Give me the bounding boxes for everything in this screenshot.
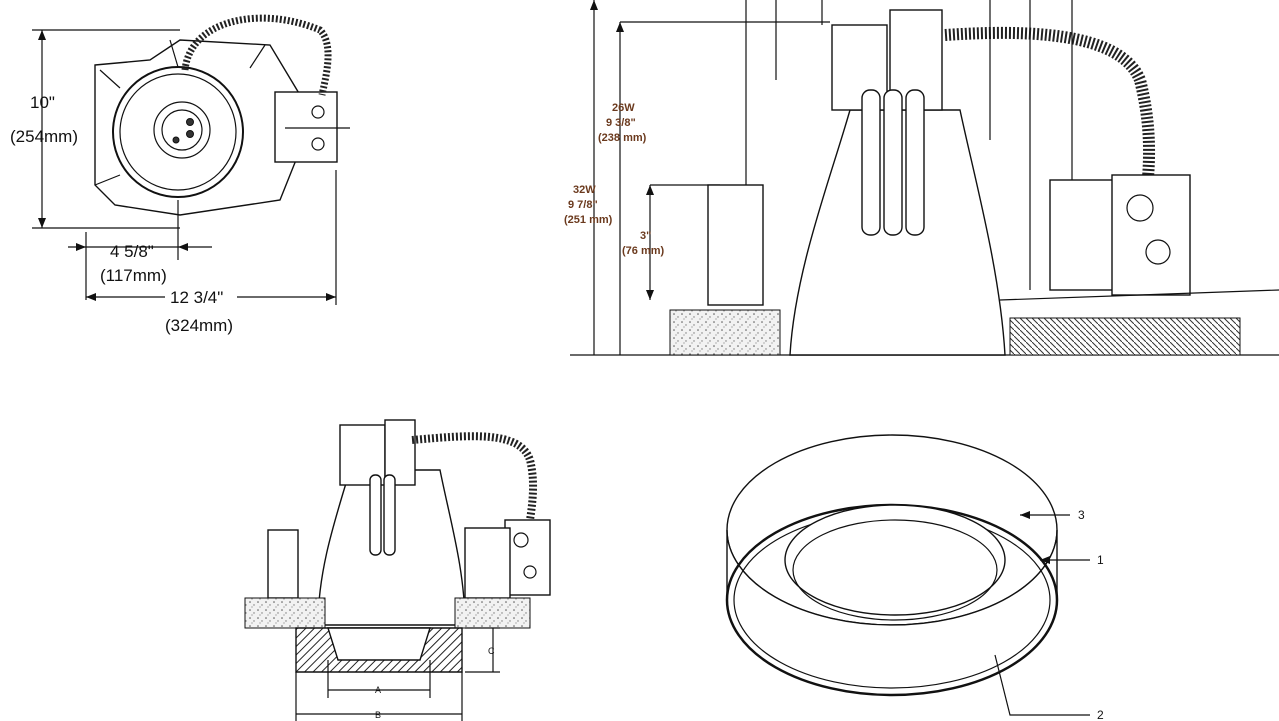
dim-a-label: A <box>375 685 381 695</box>
flex-conduit <box>181 14 332 96</box>
bar-hanger-clip <box>707 184 764 306</box>
housing-inner-circle <box>119 73 237 191</box>
install-flex-conduit <box>411 432 537 521</box>
top-view <box>32 14 350 305</box>
install-view <box>244 419 551 721</box>
w32-in-label: 9 7/8" <box>568 199 598 211</box>
height-mm-label: (254mm) <box>10 127 78 146</box>
w32-label: 32W <box>573 184 596 196</box>
callout-1-label: 1 <box>1097 553 1104 567</box>
w26-in-label: 9 3/8" <box>606 117 636 129</box>
w26-label: 26W <box>612 102 635 114</box>
callout-3-label: 3 <box>1078 508 1085 522</box>
side-junction-box <box>1111 174 1191 296</box>
depth-in-label: 3" <box>640 230 651 242</box>
depth-mm-label: (76 mm) <box>622 245 665 257</box>
junction-box <box>274 91 338 163</box>
dim-c-label: C <box>488 646 495 656</box>
trim-inner-opening <box>784 504 1006 616</box>
callout-2-label: 2 <box>1097 708 1104 721</box>
lamp-tube-1 <box>861 89 881 236</box>
trim-view <box>725 434 1090 716</box>
width-mm-label: (324mm) <box>165 316 233 335</box>
mounting-plate <box>94 39 301 216</box>
lamp-tube-2 <box>883 89 903 236</box>
w32-mm-label: (251 mm) <box>564 214 613 226</box>
w26-mm-label: (238 mm) <box>598 132 647 144</box>
lamp-tube-3 <box>905 89 925 236</box>
install-junction-box <box>504 519 551 596</box>
ceiling-section-right <box>1009 317 1241 356</box>
dim-b-label: B <box>375 710 381 720</box>
side-ballast-box <box>1049 179 1116 291</box>
lamp-socket-circle <box>153 101 211 159</box>
width-label: 12 3/4" <box>170 288 223 307</box>
side-view <box>570 0 1279 356</box>
height-label: 10" <box>30 93 55 112</box>
side-flex-conduit <box>944 26 1156 179</box>
ceiling-section-left <box>669 309 781 356</box>
aperture-mm-label: (117mm) <box>100 266 167 285</box>
aperture-label: 4 5/8" <box>110 242 154 261</box>
